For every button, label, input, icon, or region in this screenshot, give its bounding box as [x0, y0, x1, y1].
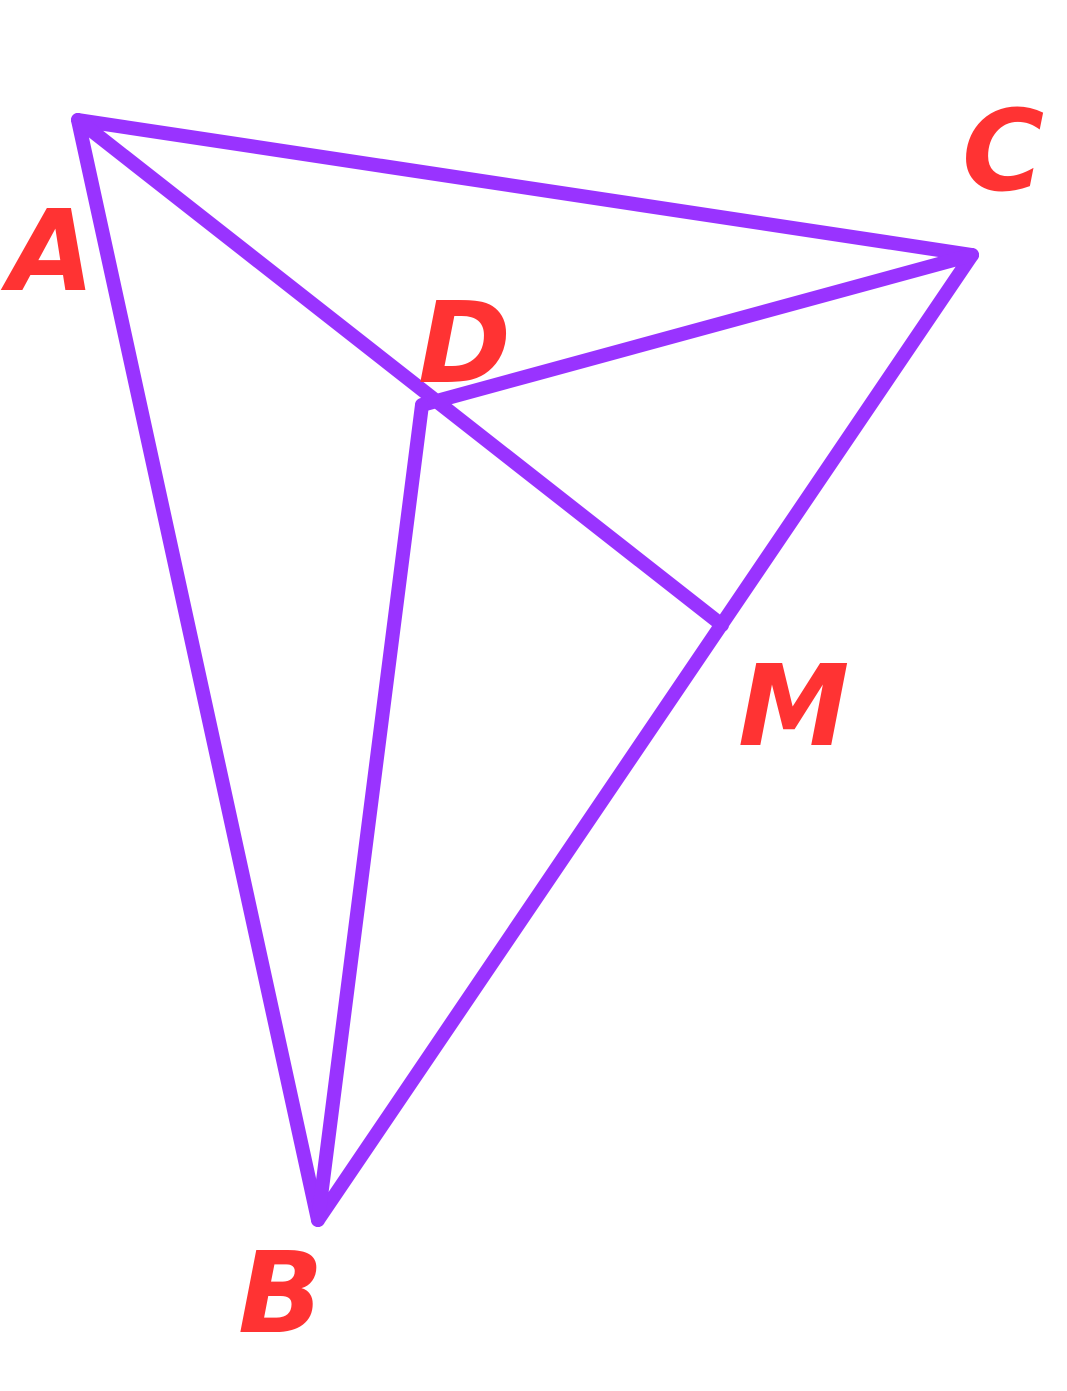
segment-DC [415, 248, 979, 412]
segment-AB [71, 113, 325, 1227]
edges-group [71, 113, 979, 1227]
segment-DB [311, 398, 429, 1227]
segment-CB [311, 248, 979, 1227]
label-point-M: M [738, 642, 849, 772]
segment-AC [71, 113, 979, 262]
label-point-D: D [418, 279, 511, 409]
segment-AM [71, 113, 729, 632]
label-point-A: A [0, 187, 95, 317]
label-point-B: B [238, 1229, 323, 1359]
label-point-C: C [962, 87, 1044, 217]
